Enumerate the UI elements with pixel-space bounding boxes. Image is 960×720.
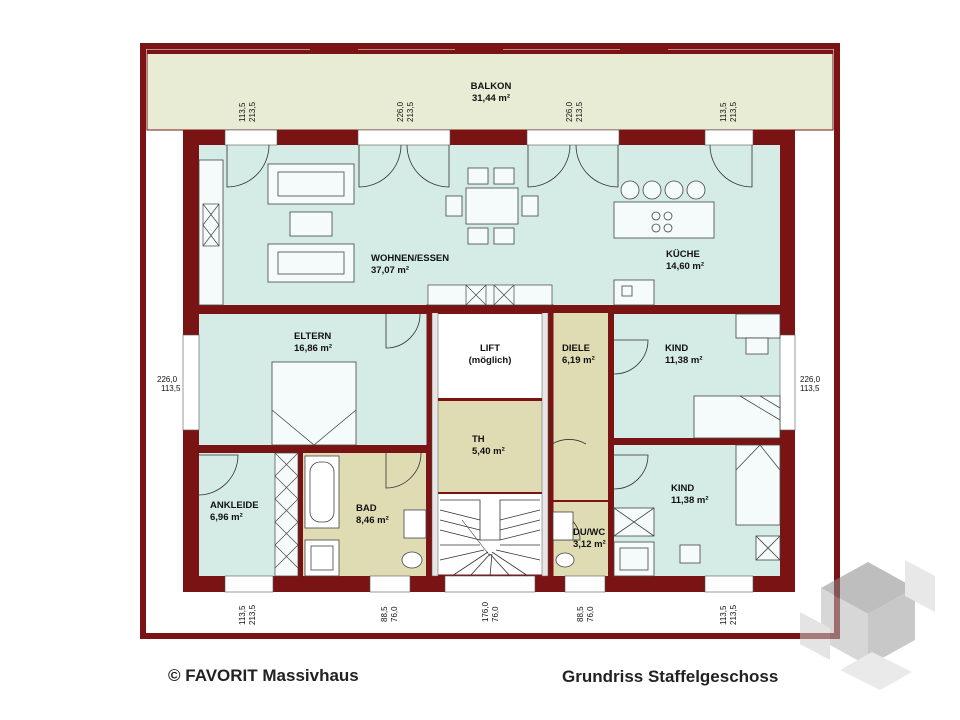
- living-furniture: [198, 159, 539, 306]
- dim-top-3b: 213,5: [575, 101, 584, 122]
- dim-left-b: 113,5: [161, 384, 181, 393]
- label-bad-name: BAD: [356, 503, 377, 514]
- dim-right-b: 113,5: [800, 384, 820, 393]
- label-ankleide-area: 6,96 m²: [210, 512, 243, 523]
- dim-top-1b: 213,5: [248, 101, 257, 122]
- label-diele-area: 6,19 m²: [562, 355, 595, 366]
- cube-logo: [800, 560, 935, 690]
- room-th: [438, 400, 542, 492]
- bath-fixtures: [304, 455, 427, 577]
- dim-bottom-2a: 88,5: [380, 606, 389, 622]
- kind1-furniture: [693, 313, 781, 439]
- room-lift: [438, 314, 542, 398]
- label-th-area: 5,40 m²: [472, 446, 505, 457]
- label-balkon-name: BALKON: [471, 81, 512, 92]
- label-duwc-name: DU/WC: [573, 527, 605, 538]
- label-diele-name: DIELE: [562, 343, 590, 354]
- dim-top-3a: 226,0: [565, 101, 574, 122]
- dim-bottom-5a: 113,5: [719, 605, 728, 625]
- label-kind2-area: 11,38 m²: [671, 495, 709, 506]
- dimensions-bottom: 113,5 213,5 88,5 76,0 176,0 76,0 88,5 76…: [238, 601, 738, 625]
- label-wohnen-area: 37,07 m²: [371, 265, 409, 276]
- dim-bottom-5b: 213,5: [729, 604, 738, 625]
- door-swings: [197, 144, 753, 541]
- label-eltern-area: 16,86 m²: [294, 343, 332, 354]
- dim-top-4a: 113,5: [719, 102, 728, 122]
- dim-left-a: 226,0: [157, 375, 178, 384]
- label-kind2-name: KIND: [671, 483, 694, 494]
- label-kind1-area: 11,38 m²: [665, 355, 703, 366]
- dim-bottom-3b: 76,0: [491, 606, 500, 622]
- eltern-bed: [271, 361, 357, 446]
- room-stairs: [438, 494, 542, 576]
- label-wohnen-name: WOHNEN/ESSEN: [371, 253, 449, 264]
- label-ankleide-name: ANKLEIDE: [210, 500, 259, 511]
- dim-bottom-2b: 76,0: [390, 606, 399, 622]
- dim-top-1a: 113,5: [238, 102, 247, 122]
- kitchen-furniture: [613, 180, 715, 306]
- dim-top-4b: 213,5: [729, 101, 738, 122]
- room-diele: [552, 305, 608, 500]
- label-duwc-area: 3,12 m²: [573, 539, 606, 550]
- dim-bottom-4b: 76,0: [586, 606, 595, 622]
- dimensions-top: 113,5 213,5 226,0 213,5 226,0 213,5 113,…: [238, 101, 738, 122]
- dim-bottom-3a: 176,0: [481, 601, 490, 622]
- label-lift-area: (möglich): [469, 355, 512, 366]
- label-kueche-name: KÜCHE: [666, 249, 700, 260]
- label-lift-name: LIFT: [480, 343, 500, 354]
- dim-top-2b: 213,5: [406, 101, 415, 122]
- label-th-name: TH: [472, 434, 485, 445]
- label-bad-area: 8,46 m²: [356, 515, 389, 526]
- copyright-caption: © FAVORIT Massivhaus: [168, 666, 359, 685]
- dim-right-a: 226,0: [800, 375, 821, 384]
- staircase: [439, 499, 541, 577]
- dim-bottom-4a: 88,5: [576, 606, 585, 622]
- dim-bottom-1b: 213,5: [248, 604, 257, 625]
- label-balkon-area: 31,44 m²: [472, 93, 510, 104]
- label-kind1-name: KIND: [665, 343, 688, 354]
- dim-top-2a: 226,0: [396, 101, 405, 122]
- label-eltern-name: ELTERN: [294, 331, 331, 342]
- label-kueche-area: 14,60 m²: [666, 261, 704, 272]
- dim-bottom-1a: 113,5: [238, 605, 247, 625]
- kind2-furniture: [613, 444, 781, 577]
- plan-title-caption: Grundriss Staffelgeschoss: [562, 667, 779, 686]
- dimensions-sides: 226,0 113,5 226,0 113,5: [157, 375, 821, 393]
